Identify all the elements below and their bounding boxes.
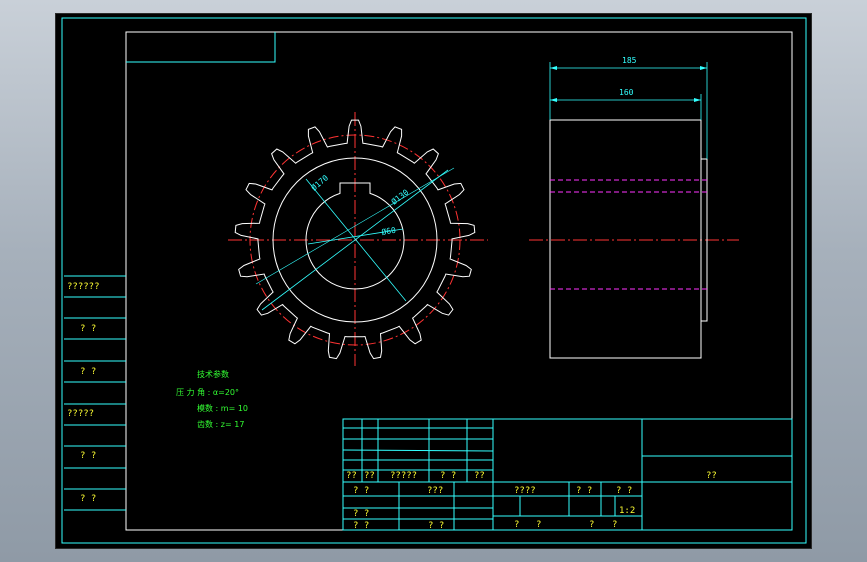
top-left-box	[126, 32, 276, 63]
bore-with-keyway	[305, 182, 405, 290]
left-side-strip	[64, 275, 126, 511]
tb-sheet-4: ?	[612, 520, 617, 530]
tb-row1-cell2: ??	[364, 471, 375, 481]
dim-185-label: 185	[622, 56, 637, 65]
spec-pressure-angle: 压 力 角 : α=20°	[176, 387, 239, 397]
dim-line-bore	[307, 228, 404, 245]
side-label-3: ? ?	[80, 367, 96, 377]
dim-bore-label: Ø60	[381, 225, 397, 237]
hub-circle	[272, 157, 438, 323]
tb-mid-2: ???	[427, 486, 443, 496]
side-label-6: ? ?	[80, 494, 96, 504]
dim-hub-label: Ø130	[389, 187, 410, 207]
gear-drawing: ?????? ? ? ? ? ????? ? ? ? ? Ø170 Ø130 Ø…	[61, 17, 807, 544]
inner-border	[125, 31, 793, 531]
dim-line-outer	[255, 167, 455, 285]
gear-front-view: Ø170 Ø130 Ø60	[228, 112, 488, 366]
side-body	[549, 119, 702, 359]
tb-sheet-1: ?	[514, 520, 519, 530]
side-label-5: ? ?	[80, 451, 96, 461]
tb-row1-cell1: ??	[346, 471, 357, 481]
cad-drawing-area[interactable]: ?????? ? ? ? ? ????? ? ? ? ? Ø170 Ø130 Ø…	[55, 13, 812, 549]
technical-specs: 技术参数 压 力 角 : α=20° 模数 : m= 10 齿数 : z= 17	[176, 369, 248, 429]
spec-module: 模数 : m= 10	[197, 403, 248, 413]
spec-teeth: 齿数 : z= 17	[197, 419, 244, 429]
tb-scale-value: 1:2	[619, 506, 635, 516]
side-label-2: ? ?	[80, 324, 96, 334]
dim-line-pitch	[305, 178, 407, 302]
dim-line-hub	[261, 169, 449, 311]
tb-mid-1: ? ?	[353, 486, 369, 496]
side-hub-step	[700, 158, 708, 322]
tb-ratio-label: ? ?	[616, 486, 632, 496]
title-block	[342, 418, 793, 531]
gear-teeth-outline	[234, 119, 476, 360]
title-block-text: ?? ?? ????? ? ? ?? ? ? ??? ? ? ? ? ? ? ?…	[346, 471, 717, 531]
dim-160-label: 160	[619, 88, 634, 97]
tb-row1-cell4: ? ?	[440, 471, 456, 481]
dim-pitch-label: Ø170	[309, 172, 330, 192]
tb-weight-label: ? ?	[576, 486, 592, 496]
tb-part-name: ??	[706, 471, 717, 481]
outer-border	[61, 17, 807, 544]
pitch-circle	[249, 134, 461, 346]
side-label-4: ?????	[67, 409, 94, 419]
tb-sheet-2: ?	[536, 520, 541, 530]
tb-lower-1: ? ?	[353, 509, 369, 519]
tb-lower-3: ? ?	[428, 521, 444, 531]
tb-scale-label: ????	[514, 486, 536, 496]
tb-row1-cell5: ??	[474, 471, 485, 481]
tb-lower-2: ? ?	[353, 521, 369, 531]
tb-sheet-3: ?	[589, 520, 594, 530]
side-label-1: ??????	[67, 282, 100, 292]
gear-side-view: 185 160	[529, 56, 739, 359]
tb-row1-cell3: ?????	[390, 471, 417, 481]
spec-title: 技术参数	[197, 369, 229, 379]
